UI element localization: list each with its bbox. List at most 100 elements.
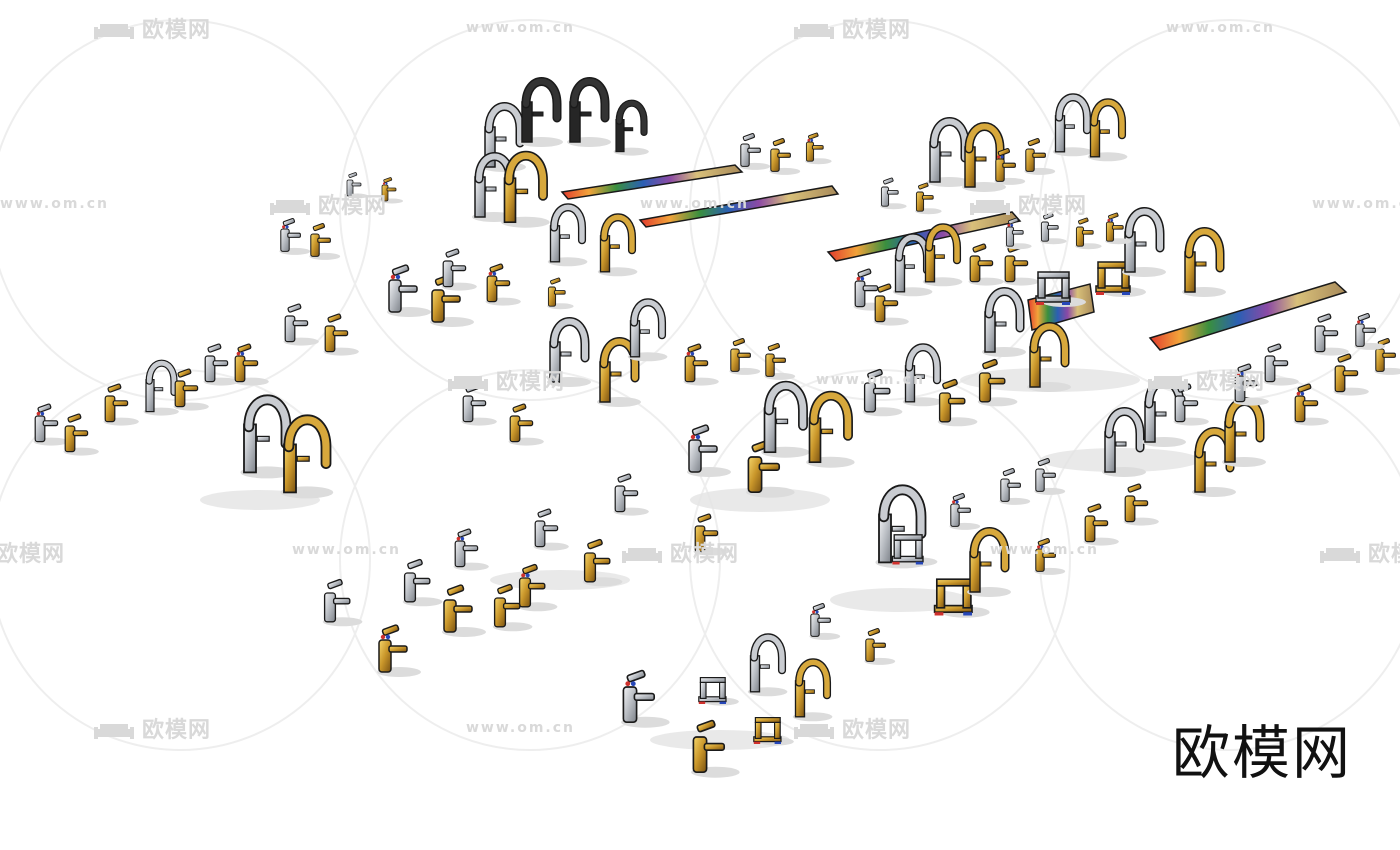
watermark-url-text: www.om.cn <box>640 196 750 212</box>
watermark-logo: 欧模网 <box>792 12 911 44</box>
watermark-logo: 欧模网 <box>1318 536 1400 568</box>
faucet <box>747 633 788 697</box>
watermark-logo: 欧模网 <box>268 188 387 220</box>
faucet <box>927 117 971 187</box>
faucet <box>508 403 544 446</box>
faucet <box>597 213 638 277</box>
faucet <box>453 528 489 571</box>
watermark-logo-text: 欧模网 <box>0 542 66 567</box>
watermark-logo-text: 欧模网 <box>142 718 212 743</box>
faucet <box>1024 138 1056 175</box>
sofa-logo-icon <box>1148 376 1188 391</box>
watermark-url: www.om.cn <box>292 542 401 558</box>
faucet <box>1293 383 1329 426</box>
faucet <box>1003 243 1039 286</box>
faucet <box>430 274 474 327</box>
watermark-url: www.om.cn <box>0 196 109 212</box>
faucet <box>1233 363 1269 406</box>
faucet <box>1374 338 1400 375</box>
faucet <box>377 624 421 677</box>
faucet <box>683 343 719 386</box>
faucet <box>915 182 942 215</box>
faucet <box>693 513 729 556</box>
faucet <box>381 177 403 204</box>
faucet <box>805 132 832 165</box>
faucet <box>1087 98 1128 162</box>
faucet <box>1122 207 1166 277</box>
faucet <box>279 218 311 255</box>
faucet <box>977 358 1018 407</box>
faucet <box>143 359 179 416</box>
sofa-logo-icon <box>94 24 134 39</box>
faucet <box>792 658 833 722</box>
faucet <box>485 263 521 306</box>
faucet <box>63 413 99 456</box>
faucet <box>1123 483 1159 526</box>
watermark-url-text: www.om.cn <box>466 20 576 36</box>
watermark-logo-text: 欧模网 <box>142 18 212 43</box>
faucet <box>567 77 611 147</box>
faucet <box>937 378 978 427</box>
sofa-logo-icon <box>94 724 134 739</box>
watermark-url: www.om.cn <box>1166 20 1275 36</box>
watermark-logo-text: 欧模网 <box>1368 542 1400 567</box>
faucet <box>891 534 938 567</box>
faucet <box>501 150 550 228</box>
watermark-url: www.om.cn <box>466 20 575 36</box>
faucet <box>387 264 431 317</box>
faucet <box>1083 503 1119 546</box>
faucet <box>691 719 740 778</box>
faucet <box>346 172 368 199</box>
faucet <box>968 243 1004 286</box>
watermark-url: www.om.cn <box>466 720 575 736</box>
faucet <box>442 584 486 637</box>
faucet <box>1040 212 1067 245</box>
faucet <box>103 383 139 426</box>
faucet <box>519 77 563 147</box>
watermark-logo: 欧模网 <box>92 12 211 44</box>
watermark-logo-text: 欧模网 <box>842 18 912 43</box>
brand-logo-text: 欧模网 <box>1172 719 1353 787</box>
watermark-logo-text: 欧模网 <box>842 718 912 743</box>
watermark-logo: 欧模网 <box>620 536 739 568</box>
watermark-logo: 欧模网 <box>92 712 211 744</box>
faucet <box>764 343 796 380</box>
watermark-logo-text: 欧模网 <box>318 194 388 219</box>
faucet <box>533 508 569 551</box>
faucet <box>809 603 841 640</box>
watermark-logo-text: 欧模网 <box>670 542 740 567</box>
watermark-logo: 欧模网 <box>792 712 911 744</box>
faucet <box>806 390 855 468</box>
sofa-logo-icon <box>1320 548 1360 563</box>
faucet <box>322 578 363 627</box>
faucet <box>902 343 943 407</box>
watermark-logo: 欧模网 <box>968 188 1087 220</box>
watermark-url-text: www.om.cn <box>0 196 110 212</box>
watermark-url-text: www.om.cn <box>292 542 402 558</box>
faucet <box>613 473 649 516</box>
faucet <box>173 368 209 411</box>
faucet <box>1034 538 1066 575</box>
faucet <box>729 338 761 375</box>
faucet <box>1005 217 1032 250</box>
faucet <box>1075 217 1102 250</box>
watermark-logo-text: 欧模网 <box>1196 370 1266 395</box>
watermark-url: www.om.cn <box>1312 196 1400 212</box>
faucet <box>240 394 294 479</box>
faucet <box>547 277 574 310</box>
faucet <box>33 403 69 446</box>
faucet <box>1313 313 1349 356</box>
faucet <box>880 177 907 210</box>
faucet <box>233 343 269 386</box>
watermark-url: www.om.cn <box>816 372 925 388</box>
faucet <box>873 283 909 326</box>
faucet <box>1333 353 1369 396</box>
faucet <box>203 343 239 386</box>
faucet <box>698 676 739 706</box>
faucet <box>1052 93 1093 157</box>
faucet <box>441 248 477 291</box>
faucet <box>967 527 1011 597</box>
faucet <box>402 558 443 607</box>
watermark-logo-text: 欧模网 <box>1018 194 1088 219</box>
faucet <box>1173 383 1209 426</box>
